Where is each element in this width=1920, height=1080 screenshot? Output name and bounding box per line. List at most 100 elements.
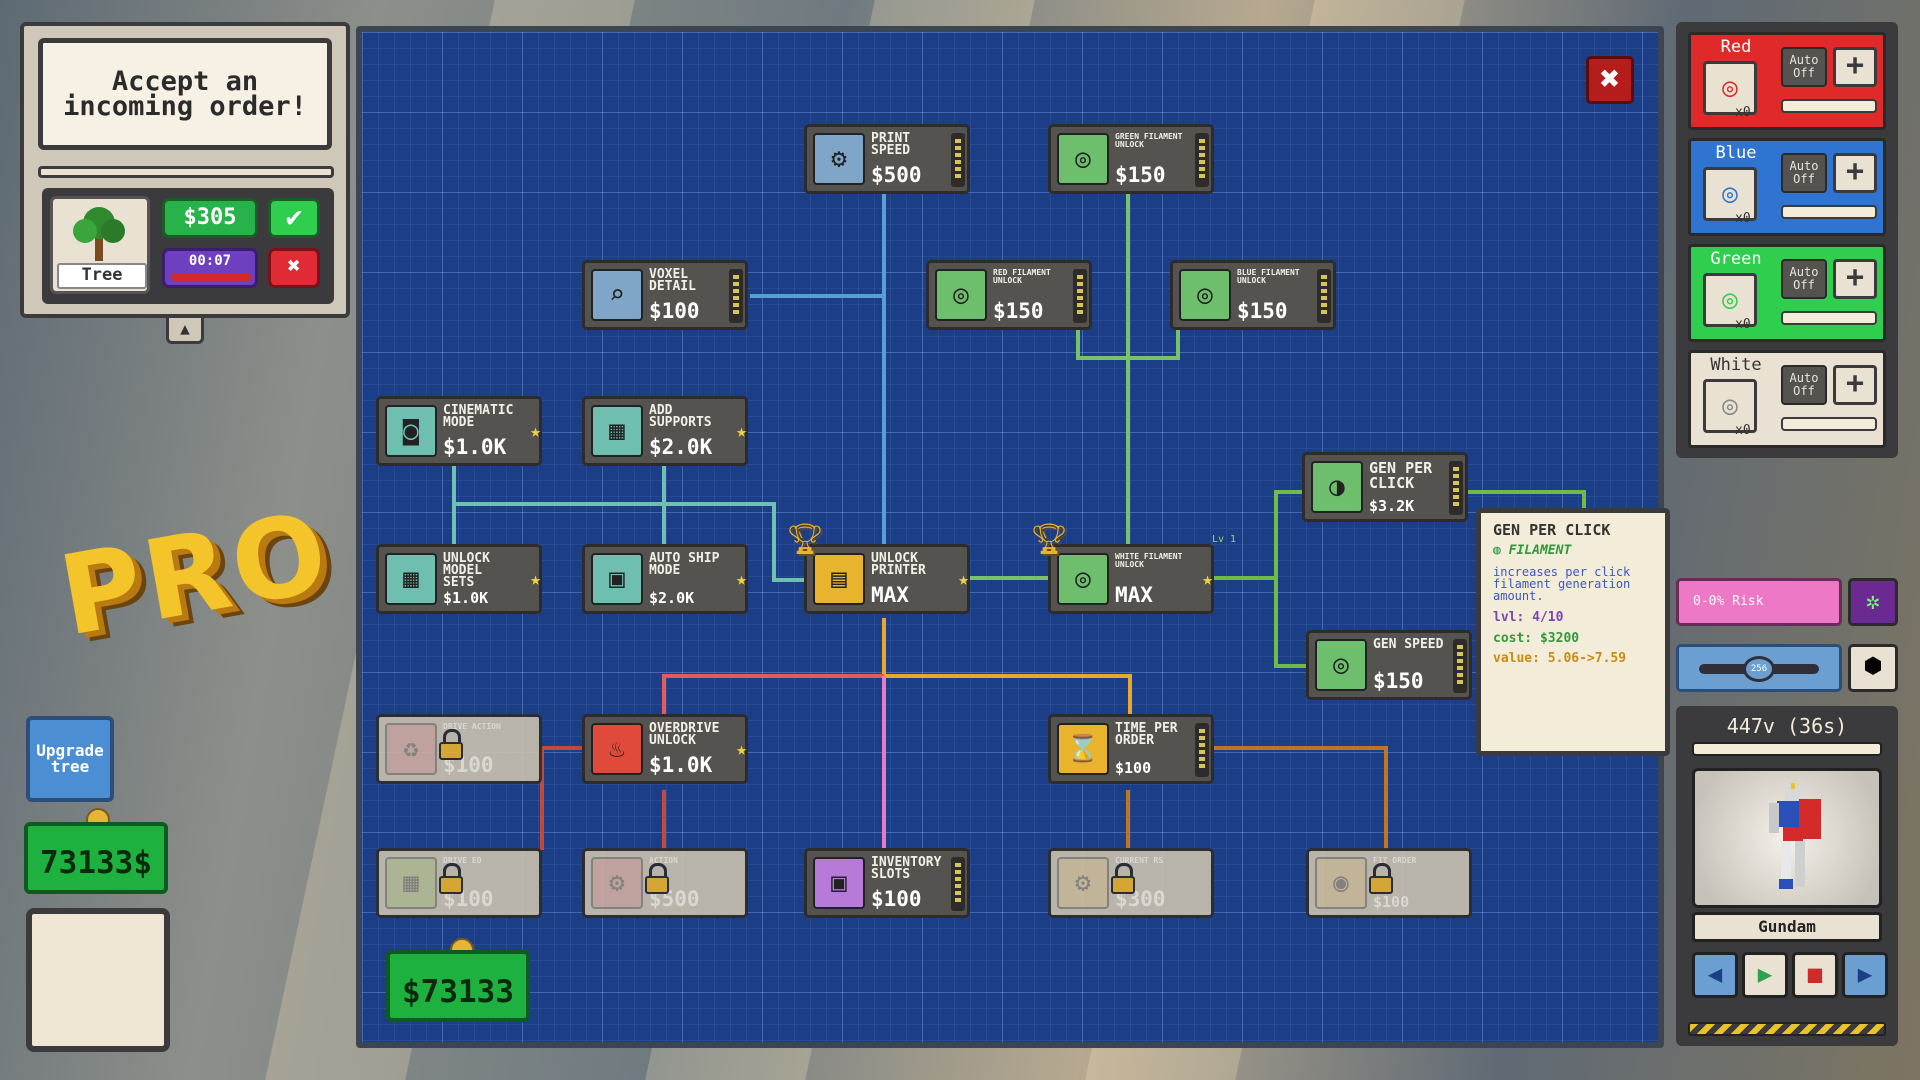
coins-icon: ◉ <box>1315 857 1367 909</box>
lock-icon <box>1109 863 1137 894</box>
node-level-tab <box>1195 133 1209 187</box>
prev-model-button[interactable]: ◀ <box>1692 952 1738 998</box>
node-price: $100 <box>1115 759 1152 777</box>
star-icon: ★ <box>958 569 969 590</box>
add-filament-button[interactable]: + <box>1833 259 1877 299</box>
empty-inventory-slot[interactable] <box>26 908 170 1052</box>
stop-button[interactable]: ■ <box>1792 952 1838 998</box>
node-title: UNLOCK MODEL SETS <box>443 551 490 590</box>
auto-toggle-button[interactable]: Auto Off <box>1781 153 1827 193</box>
spool-icon: ◎ <box>1703 379 1757 433</box>
node-voxel-detail[interactable]: ⌕ VOXEL DETAIL $100 <box>582 260 748 330</box>
node-level-tab <box>951 857 965 911</box>
level-label: Lv 1 <box>1212 534 1237 545</box>
filament-name: Green <box>1710 249 1762 269</box>
node-green-filament-unlock[interactable]: ◎ GREEN FILAMENT UNLOCK $150 <box>1048 124 1214 194</box>
node-time-per-order[interactable]: ⌛ TIME PER ORDER $100 <box>1048 714 1214 784</box>
close-board-button[interactable]: ✖ <box>1586 56 1634 104</box>
node-level-tab <box>1317 269 1331 323</box>
auto-toggle-button[interactable]: Auto Off <box>1781 259 1827 299</box>
node-title: GEN PER CLICK <box>1369 459 1433 492</box>
node-print-speed[interactable]: ⚙ PRINT SPEED $500 <box>804 124 970 194</box>
node-price: $150 <box>1237 299 1288 323</box>
printer-icon: ▤ <box>813 553 865 605</box>
node-price: MAX <box>1115 583 1153 607</box>
node-title: DRIVE ED <box>443 856 482 865</box>
spool-icon: ◎ <box>1179 269 1231 321</box>
node-locked[interactable]: ◉ FIT ORDER $100 <box>1306 848 1472 918</box>
spool-icon: ◎ <box>1057 133 1109 185</box>
node-locked[interactable]: ⚙ CURRENT RS $300 <box>1048 848 1214 918</box>
auto-toggle-button[interactable]: Auto Off <box>1781 47 1827 87</box>
node-inventory-slots[interactable]: ▣ INVENTORY SLOTS $100 <box>804 848 970 918</box>
node-auto-ship-mode[interactable]: ▣ AUTO SHIP MODE $2.0K ★ <box>582 544 748 614</box>
lock-icon <box>437 863 465 894</box>
spool-icon: ◎ <box>1703 273 1757 327</box>
recycle-icon: ♻ <box>385 723 437 775</box>
add-filament-button[interactable]: + <box>1833 47 1877 87</box>
node-level-tab <box>1453 639 1467 693</box>
chip-icon: ▦ <box>385 857 437 909</box>
hourglass-icon: ⌛ <box>1057 723 1109 775</box>
virus-icon[interactable]: ✲ <box>1848 578 1898 626</box>
slider-knob[interactable]: 256 <box>1743 656 1775 682</box>
auto-toggle-button[interactable]: Auto Off <box>1781 365 1827 405</box>
chest-icon: ▣ <box>813 857 865 909</box>
plus-icon: + <box>1845 48 1865 83</box>
model-time: 447v (36s) <box>1726 714 1848 738</box>
next-model-button[interactable]: ▶ <box>1842 952 1888 998</box>
node-white-filament-unlock[interactable]: ◎ WHITE FILAMENT UNLOCK MAX ★ <box>1048 544 1214 614</box>
node-title: GREEN FILAMENT UNLOCK <box>1115 132 1183 149</box>
node-title: RED FILAMENT UNLOCK <box>993 268 1051 285</box>
node-add-supports[interactable]: ▦ ADD SUPPORTS $2.0K ★ <box>582 396 748 466</box>
node-title: CURRENT RS <box>1115 856 1164 865</box>
node-level-tab <box>1195 723 1209 777</box>
order-panel: Accept an incoming order! Tree $305 ✔ 00… <box>20 22 350 318</box>
node-gen-speed[interactable]: ◎ GEN SPEED $150 <box>1306 630 1472 700</box>
node-blue-filament-unlock[interactable]: ◎ BLUE FILAMENT UNLOCK $150 <box>1170 260 1336 330</box>
node-unlock-model-sets[interactable]: ▦ UNLOCK MODEL SETS $1.0K ★ <box>376 544 542 614</box>
star-icon: ★ <box>530 569 541 590</box>
trophy-icon: 🏆︎ <box>1030 522 1069 557</box>
order-timer-bar <box>171 273 251 281</box>
upgrade-tree-button[interactable]: Upgrade tree <box>26 716 114 802</box>
cube-icon[interactable]: ⬢ <box>1848 644 1898 692</box>
node-level-tab <box>729 269 743 323</box>
spool-icon: ◎ <box>1703 61 1757 115</box>
model-hatch-bar <box>1688 1022 1886 1036</box>
magnifier-icon: ⌕ <box>591 269 643 321</box>
add-filament-button[interactable]: + <box>1833 153 1877 193</box>
order-card: Tree $305 ✔ 00:07 ✖ <box>42 188 334 304</box>
batch-slider[interactable]: 256 <box>1676 644 1842 692</box>
node-price: $1.0K <box>443 435 507 459</box>
node-price: MAX <box>871 583 909 607</box>
node-title: ADD SUPPORTS <box>649 403 712 430</box>
play-button[interactable]: ▶ <box>1742 952 1788 998</box>
node-locked[interactable]: ♻ DRIVE ACTION $100 <box>376 714 542 784</box>
accept-order-button[interactable]: ✔ <box>268 198 320 238</box>
tree-icon <box>73 207 125 261</box>
filament-name: White <box>1710 355 1762 375</box>
model-progress-bar <box>1692 742 1882 756</box>
node-unlock-printer[interactable]: ▤ UNLOCK PRINTER MAX ★ <box>804 544 970 614</box>
node-gen-per-click[interactable]: ◑ GEN PER CLICK $3.2K <box>1302 452 1468 522</box>
node-overdrive-unlock[interactable]: ♨ OVERDRIVE UNLOCK $1.0K ★ <box>582 714 748 784</box>
mouse-icon: ◑ <box>1311 461 1363 513</box>
reject-order-button[interactable]: ✖ <box>268 248 320 288</box>
plus-icon: + <box>1845 366 1865 401</box>
node-red-filament-unlock[interactable]: ◎ RED FILAMENT UNLOCK $150 <box>926 260 1092 330</box>
order-message: Accept an incoming order! <box>38 38 332 150</box>
play-icon: ▶ <box>1757 960 1773 988</box>
collapse-order-button[interactable]: ▲ <box>166 318 204 344</box>
add-filament-button[interactable]: + <box>1833 365 1877 405</box>
arrow-up-icon: ▲ <box>180 319 190 338</box>
node-price: $1.0K <box>649 753 713 777</box>
node-title: UNLOCK PRINTER <box>871 551 926 578</box>
node-price: $2.0K <box>649 435 713 459</box>
spool-icon: ◎ <box>1057 553 1109 605</box>
node-locked[interactable]: ▦ DRIVE ED $100 <box>376 848 542 918</box>
node-locked[interactable]: ⚙ ACTION $500 <box>582 848 748 918</box>
trophy-icon: 🏆︎ <box>786 522 825 557</box>
node-cinematic-mode[interactable]: ◙ CINEMATIC MODE $1.0K ★ <box>376 396 542 466</box>
